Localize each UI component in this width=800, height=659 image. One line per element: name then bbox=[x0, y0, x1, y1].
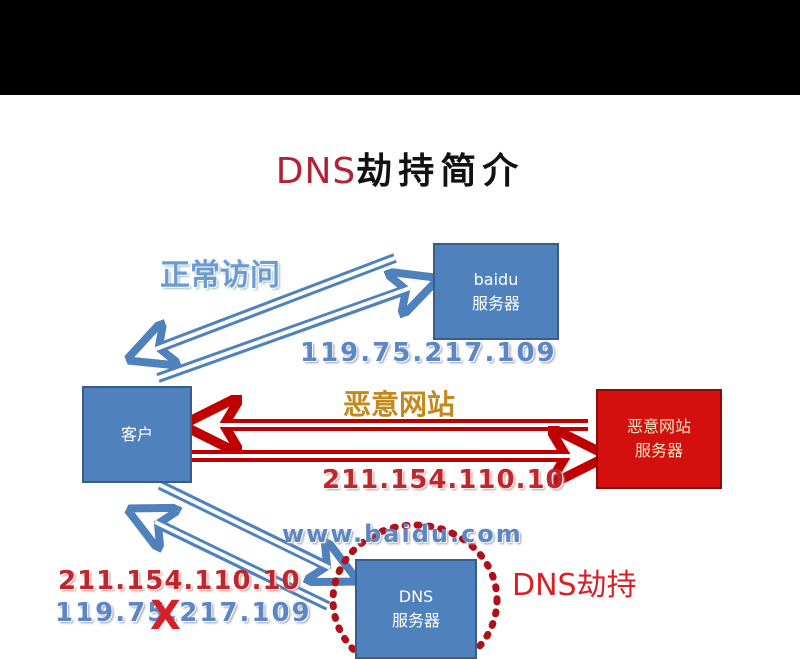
baidu-server-node: baidu 服务器 bbox=[433, 243, 559, 340]
fake-ip-label: 211.154.110.10 bbox=[58, 566, 301, 596]
malicious-server-name: 恶意网站 bbox=[626, 417, 691, 436]
dns-server-name: DNS bbox=[398, 587, 434, 606]
arrow-baidu-to-client bbox=[140, 253, 397, 355]
baidu-server-role: 服务器 bbox=[471, 293, 520, 313]
top-black-bar bbox=[0, 0, 800, 95]
arrow-client-to-baidu bbox=[156, 283, 425, 383]
cross-mark: X bbox=[150, 593, 181, 639]
baidu-server-name: baidu bbox=[473, 269, 519, 289]
malicious-server-role: 服务器 bbox=[634, 441, 683, 460]
arrow-dns-to-client bbox=[140, 515, 331, 611]
dns-server-node: DNS 服务器 bbox=[355, 559, 477, 659]
malicious-ip-label: 211.154.110.10 bbox=[322, 465, 565, 495]
page-title: DNS劫持简介 bbox=[0, 142, 800, 194]
title-cn: 劫持简介 bbox=[356, 150, 525, 192]
title-latin: DNS bbox=[275, 151, 357, 192]
malicious-site-label: 恶意网站 bbox=[343, 388, 456, 421]
client-name: 客户 bbox=[120, 424, 153, 444]
dns-hijack-label: DNS劫持 bbox=[512, 568, 637, 603]
malicious-server-node: 恶意网站 服务器 bbox=[596, 389, 722, 489]
normal-access-label: 正常访问 bbox=[160, 258, 280, 293]
hijack-circle bbox=[329, 521, 501, 659]
query-domain-label: www.baidu.com bbox=[282, 520, 523, 548]
arrow-client-to-dns bbox=[157, 480, 345, 575]
real-ip-label: 119.75.217.109 bbox=[55, 598, 312, 628]
client-node: 客户 bbox=[82, 386, 192, 483]
baidu-ip-label: 119.75.217.109 bbox=[300, 338, 557, 368]
dns-server-role: 服务器 bbox=[391, 611, 440, 630]
